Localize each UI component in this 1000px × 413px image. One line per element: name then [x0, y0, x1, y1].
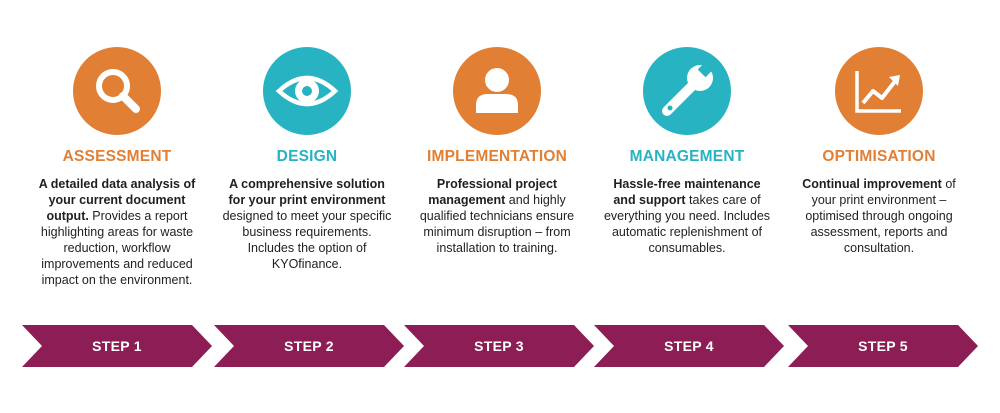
- step-1-arrow-label: STEP 1: [92, 338, 142, 354]
- step-2-circle: [263, 47, 351, 135]
- step-3-description-text: and highly qualified technicians ensure …: [419, 193, 575, 255]
- step-2-description: A comprehensive solution for your print …: [222, 176, 392, 272]
- step-3-arrow-shape: [404, 325, 594, 367]
- step-4-arrow-shape: [594, 325, 784, 367]
- person-icon: [453, 47, 541, 135]
- step-2-arrow-label: STEP 2: [284, 338, 334, 354]
- step-1-circle: [73, 47, 161, 135]
- step-2-description-bold: A comprehensive solution for your print …: [228, 177, 386, 207]
- step-2-title: DESIGN: [276, 148, 338, 165]
- step-1-title: ASSESSMENT: [62, 148, 172, 165]
- step-1-description: A detailed data analysis of your current…: [32, 176, 202, 288]
- step-2-arrow-shape: [214, 325, 404, 367]
- step-2-description-text: designed to meet your specific business …: [222, 209, 392, 271]
- step-5-arrow: STEP 5: [788, 325, 978, 367]
- step-3-column: IMPLEMENTATION Professional project mana…: [402, 0, 592, 310]
- step-2-column: DESIGN A comprehensive solution for your…: [212, 0, 402, 310]
- growth-chart-icon: [835, 47, 923, 135]
- step-3-arrow: STEP 3: [404, 325, 594, 367]
- step-1-description-bold: A detailed data analysis of your current…: [38, 177, 196, 223]
- step-4-column: MANAGEMENT Hassle-free maintenance and s…: [592, 0, 782, 310]
- step-4-description-bold: Hassle-free maintenance and support: [613, 177, 761, 207]
- step-1-arrow: STEP 1: [22, 325, 212, 367]
- step-5-description-text: of your print environment – optimised th…: [805, 177, 956, 255]
- step-5-description-bold: Continual improvement: [802, 177, 942, 191]
- step-5-description: Continual improvement of your print envi…: [794, 176, 964, 256]
- step-5-arrow-label: STEP 5: [858, 338, 908, 354]
- step-5-arrow-shape: [788, 325, 978, 367]
- step-1-arrow-shape: [22, 325, 212, 367]
- step-5-circle: [835, 47, 923, 135]
- step-5-title: OPTIMISATION: [822, 148, 936, 165]
- step-3-description: Professional project management and high…: [412, 176, 582, 256]
- magnifier-icon: [73, 47, 161, 135]
- wrench-icon: [643, 47, 731, 135]
- step-1-column: ASSESSMENT A detailed data analysis of y…: [22, 0, 212, 310]
- step-4-title: MANAGEMENT: [629, 148, 745, 165]
- step-1-description-text: Provides a report highlighting areas for…: [40, 209, 194, 287]
- step-3-title: IMPLEMENTATION: [427, 148, 567, 165]
- step-4-arrow-label: STEP 4: [664, 338, 714, 354]
- step-4-description: Hassle-free maintenance and support take…: [602, 176, 772, 256]
- step-4-arrow: STEP 4: [594, 325, 784, 367]
- step-4-circle: [643, 47, 731, 135]
- step-5-column: OPTIMISATION Continual improvement of yo…: [784, 0, 974, 310]
- step-3-description-bold: Professional project management: [428, 177, 558, 207]
- step-3-arrow-label: STEP 3: [474, 338, 524, 354]
- step-4-description-text: takes care of everything you need. Inclu…: [603, 193, 771, 255]
- step-2-arrow: STEP 2: [214, 325, 404, 367]
- eye-icon: [263, 47, 351, 135]
- step-3-circle: [453, 47, 541, 135]
